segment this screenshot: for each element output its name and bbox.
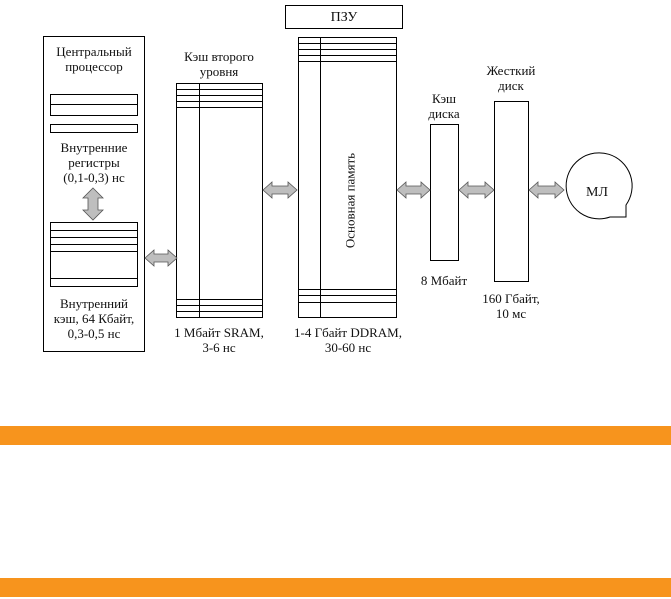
- cpu-title: Центральный процессор: [56, 44, 132, 74]
- tape-drive-label: МЛ: [586, 185, 608, 200]
- hdd-box: [494, 101, 529, 282]
- l2-cache-box: [176, 83, 263, 318]
- hdd-spec: 160 Гбайт, 10 мс: [482, 291, 540, 321]
- accent-band-bottom: [0, 578, 671, 597]
- rom-label: ПЗУ: [330, 10, 358, 25]
- cpu-box: [43, 36, 145, 352]
- cpu-internal-cache-label: Внутренний кэш, 64 Кбайт, 0,3-0,5 нс: [53, 296, 135, 341]
- double-arrow-icon: [396, 181, 431, 199]
- double-arrow-icon: [262, 181, 298, 199]
- double-arrow-icon: [144, 249, 178, 267]
- main-memory-spec: 1-4 Гбайт DDRAM, 30-60 нс: [293, 325, 402, 355]
- disk-cache-box: [430, 124, 459, 261]
- memory-hierarchy-diagram: ПЗУ Центральный процессор Внутренние рег…: [43, 5, 633, 355]
- tape-drive-shape: [565, 152, 633, 220]
- l2-cache-title: Кэш второго уровня: [184, 49, 254, 79]
- double-arrow-icon: [458, 181, 495, 199]
- internal-cache-block: [50, 222, 138, 287]
- cpu-registers-label: Внутренние регистры (0,1-0,3) нс: [60, 140, 128, 185]
- register-bar: [50, 124, 138, 133]
- vertical-double-arrow-icon: [82, 187, 104, 221]
- main-memory-title: Основная память: [342, 152, 358, 249]
- double-arrow-icon: [528, 181, 565, 199]
- disk-cache-title: Кэш диска: [428, 91, 460, 121]
- rom-box: [285, 5, 403, 29]
- main-memory-box: [298, 37, 397, 318]
- l2-cache-spec: 1 Мбайт SRAM, 3-6 нс: [174, 325, 264, 355]
- hdd-title: Жесткий диск: [486, 63, 536, 93]
- accent-band-top: [0, 426, 671, 445]
- diagram-canvas: [43, 5, 633, 352]
- disk-cache-spec: 8 Мбайт: [420, 273, 468, 288]
